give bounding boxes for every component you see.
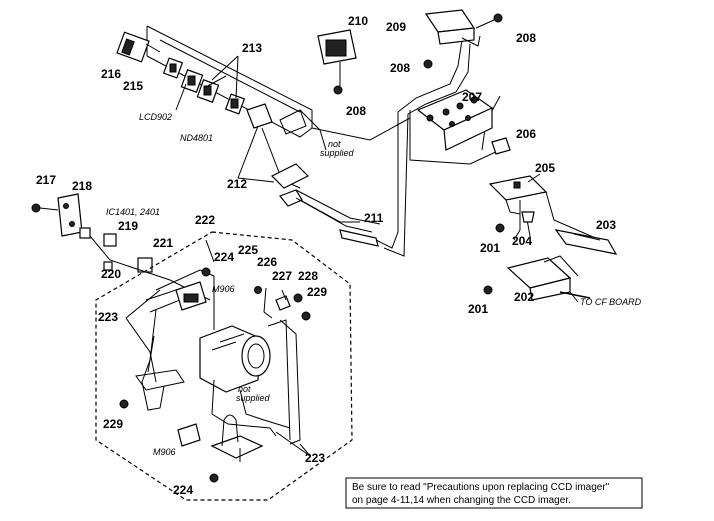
callout-205: 205 xyxy=(535,161,555,175)
callout-203: 203 xyxy=(596,218,616,232)
callout-208-left: 208 xyxy=(346,104,366,118)
callout-218: 218 xyxy=(72,179,92,193)
callout-229-left: 229 xyxy=(103,417,123,431)
callout-226: 226 xyxy=(257,255,277,269)
callout-211: 211 xyxy=(364,211,384,225)
precaution-note: Be sure to read "Precautions upon replac… xyxy=(345,477,643,509)
callout-227: 227 xyxy=(272,269,292,283)
callout-207: 207 xyxy=(462,90,482,104)
label-to-cf-board: TO CF BOARD xyxy=(580,297,642,307)
label-not-supplied-upper-1: not xyxy=(328,139,341,149)
part-labels: LCD902 ND4801 IC1401, 2401 not supplied … xyxy=(106,112,642,457)
callout-228: 228 xyxy=(298,269,318,283)
callout-224-top: 224 xyxy=(214,250,234,264)
callout-209: 209 xyxy=(386,20,406,34)
callout-201-upper: 201 xyxy=(480,241,500,255)
leader-lines xyxy=(125,55,579,462)
callout-202: 202 xyxy=(514,290,534,304)
callout-208-mid: 208 xyxy=(390,61,410,75)
callout-201-lower: 201 xyxy=(468,302,488,316)
callout-208-top: 208 xyxy=(516,31,536,45)
callout-222: 222 xyxy=(195,213,215,227)
callout-217: 217 xyxy=(36,173,56,187)
top-connectors xyxy=(317,9,503,95)
label-lcd902: LCD902 xyxy=(139,112,172,122)
callout-223-right: 223 xyxy=(305,451,325,465)
label-ic1401-2401: IC1401, 2401 xyxy=(106,207,160,217)
callout-numbers: 216 215 213 210 209 208 208 208 207 206 … xyxy=(36,14,616,497)
callout-221: 221 xyxy=(153,236,173,250)
label-not-supplied-lower-2: supplied xyxy=(236,393,271,403)
callout-206: 206 xyxy=(516,127,536,141)
note-line-2: on page 4-11,14 when changing the CCD im… xyxy=(352,495,571,506)
label-nd4801: ND4801 xyxy=(180,133,213,143)
callout-224-bottom: 224 xyxy=(173,483,193,497)
callout-216: 216 xyxy=(101,67,121,81)
callout-229-right: 229 xyxy=(307,285,327,299)
callout-204: 204 xyxy=(512,234,532,248)
label-m906-upper: M906 xyxy=(212,284,235,294)
callout-219: 219 xyxy=(118,219,138,233)
flexible-cable-harness xyxy=(295,39,618,301)
callout-213: 213 xyxy=(242,41,262,55)
callout-212: 212 xyxy=(227,177,247,191)
note-line-1: Be sure to read "Precautions upon replac… xyxy=(352,482,610,493)
callout-210: 210 xyxy=(348,14,368,28)
callout-223-left: 223 xyxy=(98,310,118,324)
ccd-block-assembly xyxy=(95,231,353,501)
callout-215: 215 xyxy=(123,79,143,93)
label-not-supplied-upper-2: supplied xyxy=(320,148,355,158)
callout-220: 220 xyxy=(101,267,121,281)
label-not-supplied-lower-1: not xyxy=(238,384,251,394)
label-m906-lower: M906 xyxy=(153,447,176,457)
callout-225: 225 xyxy=(238,243,258,257)
